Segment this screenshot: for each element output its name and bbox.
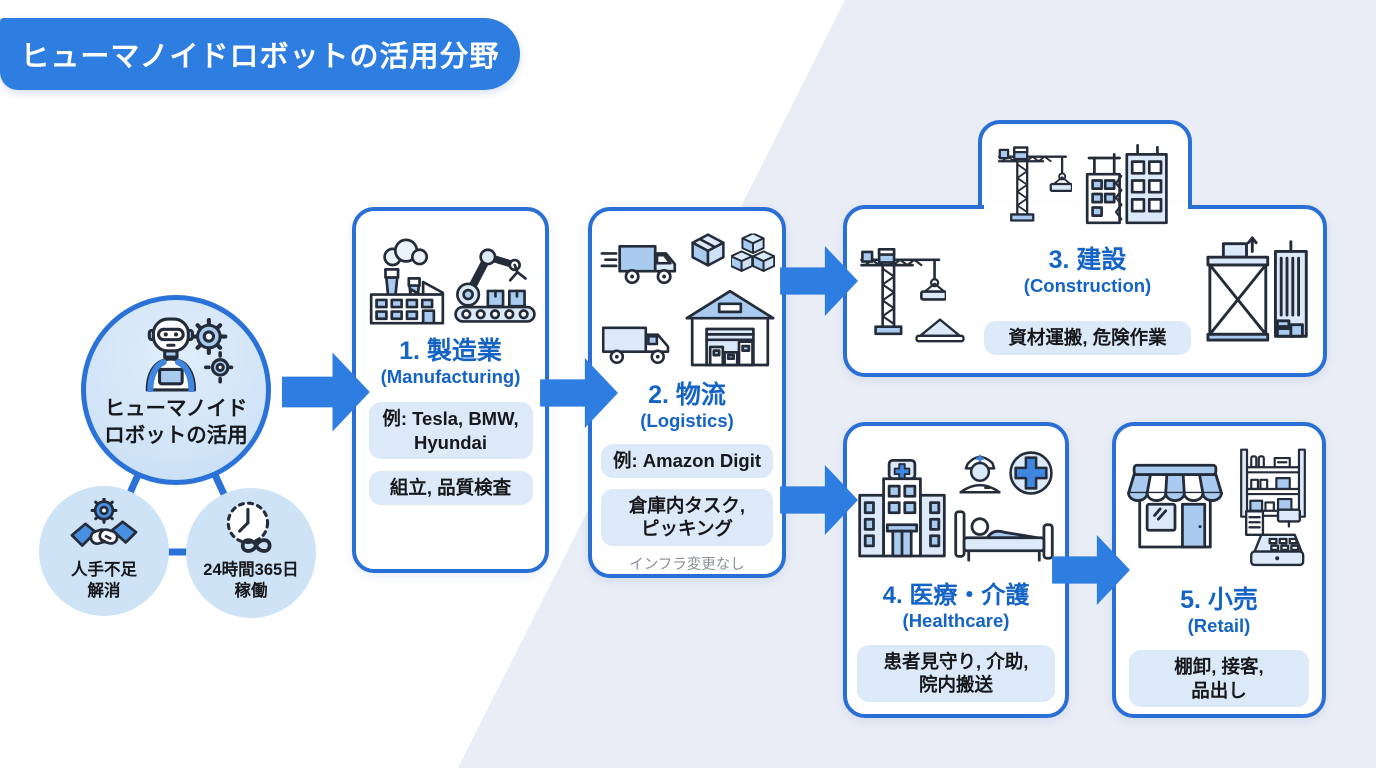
buildings-construction-icon — [1080, 142, 1188, 228]
tower-crane-icon — [996, 134, 1072, 228]
delivery-truck-icon — [599, 241, 683, 289]
robot-arm-icon — [452, 237, 538, 327]
example-pill: 例: Amazon Digit — [601, 443, 773, 478]
hospital-icon — [856, 454, 948, 566]
arrow-logistics-to-healthcare — [780, 464, 858, 536]
box-title: 2. 物流 — [648, 381, 726, 410]
tasks-pill: 資材運搬, 危険作業 — [984, 321, 1191, 355]
box-retail: 5. 小売 (Retail) 棚卸, 接客, 品出し — [1112, 422, 1326, 718]
box-subtitle: (Retail) — [1187, 614, 1251, 636]
box-title: 1. 製造業 — [399, 337, 502, 365]
scaffold-building-icon — [1206, 234, 1314, 344]
example-pill: 例: Tesla, BMW, Hyundai — [368, 401, 533, 460]
material-pile-icon — [914, 316, 966, 343]
benefit-label: 人手不足 解消 — [71, 561, 137, 600]
tasks-pill: 組立, 品質検査 — [368, 471, 533, 505]
box-subtitle: (Manufacturing) — [380, 365, 521, 387]
storefront-icon — [1123, 456, 1227, 560]
box-subtitle: (Logistics) — [640, 409, 734, 431]
page-title-banner: ヒューマノイドロボットの活用分野 — [0, 18, 520, 90]
nurse-icon — [956, 448, 1004, 494]
box-title: 4. 医療・介護 — [882, 582, 1030, 609]
tasks-pill: 患者見守り, 介助, 院内搬送 — [857, 644, 1055, 703]
cash-register-icon — [1235, 508, 1311, 570]
box-logistics: 2. 物流 (Logistics) 例: Amazon Digit 倉庫内タスク… — [588, 207, 786, 578]
handshake-gear-icon — [69, 498, 139, 558]
box-title: 5. 小売 — [1180, 586, 1258, 614]
tasks-pill: 棚卸, 接客, 品出し — [1129, 649, 1309, 708]
hub-circle: ヒューマノイド ロボットの活用 — [81, 295, 271, 485]
arrow-logistics-to-construction — [780, 245, 858, 317]
box-subtitle: (Construction) — [1023, 274, 1152, 296]
benefit-circle-labor-shortage: 人手不足 解消 — [39, 486, 169, 616]
parcel-stack-icon — [731, 233, 775, 273]
benefit-label: 24時間365日 稼働 — [203, 561, 299, 600]
hospital-bed-icon — [952, 506, 1056, 564]
medical-cross-icon — [1008, 450, 1054, 496]
benefit-circle-247-operation: 24時間365日 稼働 — [186, 488, 316, 618]
page-title: ヒューマノイドロボットの活用分野 — [20, 41, 500, 73]
box-title: 3. 建設 — [1048, 246, 1127, 274]
box-subtitle: (Healthcare) — [902, 609, 1010, 631]
arrow-manufacturing-to-logistics — [540, 357, 618, 429]
robot-gears-icon — [116, 316, 236, 392]
tasks-pill: 倉庫内タスク, ピッキング — [601, 488, 773, 546]
box-healthcare: 4. 医療・介護 (Healthcare) 患者見守り, 介助, 院内搬送 — [843, 422, 1069, 718]
box-manufacturing: 1. 製造業 (Manufacturing) 例: Tesla, BMW, Hy… — [352, 207, 549, 573]
arrow-healthcare-to-retail — [1052, 534, 1130, 606]
warehouse-icon — [685, 283, 775, 375]
clock-infinity-icon — [216, 498, 286, 558]
factory-icon — [364, 237, 450, 327]
hub-label: ヒューマノイド ロボットの活用 — [104, 397, 248, 447]
box-note: インフラ変更なし — [629, 557, 745, 573]
parcel-icon — [687, 231, 729, 269]
arrow-hub-to-manufacturing — [282, 352, 370, 432]
